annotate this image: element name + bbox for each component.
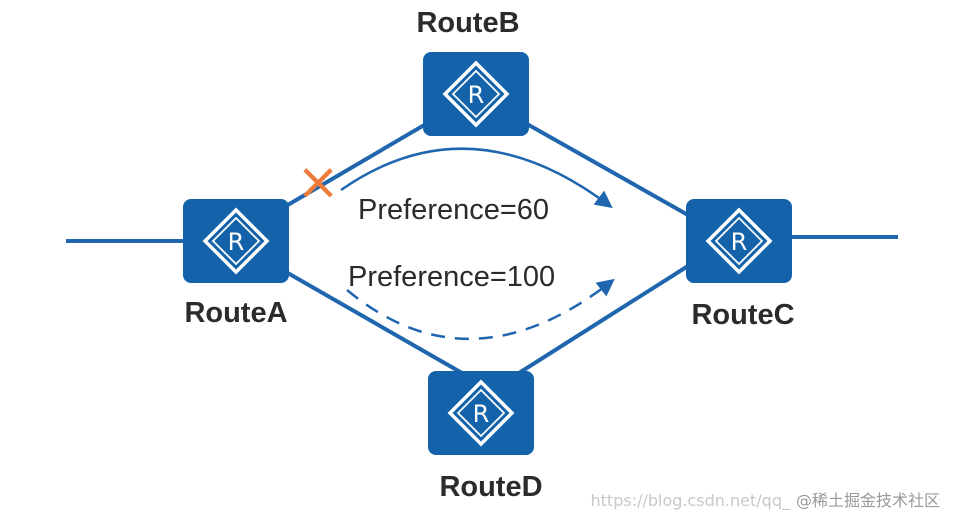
watermark-brand: @稀土掘金技术社区 bbox=[795, 491, 940, 510]
router-c-icon[interactable]: R bbox=[684, 197, 794, 285]
router-d-icon[interactable]: R bbox=[426, 369, 536, 457]
router-d-label: RouteD bbox=[439, 471, 542, 503]
primary-preference-label: Preference=60 bbox=[358, 194, 549, 226]
router-b-icon[interactable]: R bbox=[421, 50, 531, 138]
backup-preference-label: Preference=100 bbox=[348, 261, 555, 293]
watermark: https://blog.csdn.net/qq_ @稀土掘金技术社区 bbox=[591, 487, 940, 511]
router-a-icon[interactable]: R bbox=[181, 197, 291, 285]
backup-path-arrow bbox=[346, 278, 615, 340]
router-c-glyph: R bbox=[731, 228, 748, 256]
primary-path-arrow bbox=[340, 147, 613, 209]
router-b-glyph: R bbox=[468, 81, 485, 109]
link-a-b bbox=[284, 122, 428, 208]
router-d-glyph: R bbox=[473, 400, 490, 428]
link-d-c bbox=[517, 264, 690, 375]
router-a-label: RouteA bbox=[184, 297, 287, 329]
link-b-c bbox=[526, 122, 689, 217]
link-failure-icon: × bbox=[296, 152, 340, 212]
watermark-url: https://blog.csdn.net/qq_ bbox=[590, 491, 790, 510]
link-a-d bbox=[285, 270, 463, 375]
router-b-label: RouteB bbox=[416, 7, 519, 39]
router-a-glyph: R bbox=[228, 228, 245, 256]
router-c-label: RouteC bbox=[691, 299, 794, 331]
